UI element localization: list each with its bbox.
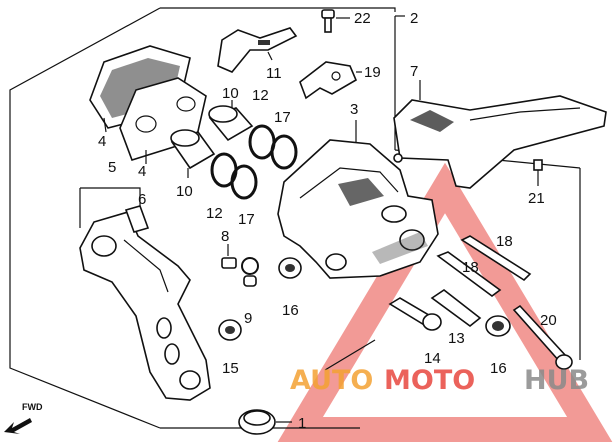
label-17a: 17 xyxy=(274,109,291,126)
pin-18b xyxy=(436,251,502,297)
fwd-arrow-icon xyxy=(4,418,32,434)
pin-14 xyxy=(388,297,442,331)
label-7: 7 xyxy=(410,63,418,80)
boot-16a xyxy=(278,257,302,279)
caliper-body-3 xyxy=(277,120,439,279)
sleeve-13 xyxy=(430,289,482,328)
label-22: 22 xyxy=(354,10,371,27)
label-5: 5 xyxy=(108,159,116,176)
pin-18a xyxy=(460,235,532,282)
piston-10a xyxy=(208,100,254,142)
piston-10b xyxy=(170,129,216,178)
label-12b: 12 xyxy=(206,205,223,222)
label-3: 3 xyxy=(350,101,358,118)
watermark-part3: HUB xyxy=(524,365,589,396)
label-20: 20 xyxy=(540,312,557,329)
boot-15 xyxy=(218,319,242,341)
label-18a: 18 xyxy=(496,233,513,250)
watermark-part1: AUTO xyxy=(290,365,373,396)
label-18b: 18 xyxy=(462,259,479,276)
label-8: 8 xyxy=(221,228,229,245)
label-6: 6 xyxy=(138,191,146,208)
label-21: 21 xyxy=(528,190,545,207)
bolt-20 xyxy=(512,304,573,370)
pin-6 xyxy=(124,205,150,233)
caliper-bracket-5 xyxy=(79,187,211,401)
label-16b: 16 xyxy=(490,360,507,377)
fwd-label: FWD xyxy=(22,402,43,412)
label-17b: 17 xyxy=(238,211,255,228)
label-14: 14 xyxy=(424,350,441,367)
caliper-cover-7 xyxy=(393,80,607,189)
label-2: 2 xyxy=(410,10,418,27)
label-15: 15 xyxy=(222,360,239,377)
bleeder-8 xyxy=(221,244,237,269)
clip-19 xyxy=(299,61,362,100)
label-19: 19 xyxy=(364,64,381,81)
label-10a: 10 xyxy=(222,85,239,102)
cap-9 xyxy=(241,257,259,287)
watermark-text: AUTO MOTO HUB xyxy=(290,365,589,396)
watermark-part2: MOTO xyxy=(384,365,475,396)
label-1: 1 xyxy=(298,415,306,432)
label-13: 13 xyxy=(448,330,465,347)
plug-1 xyxy=(238,409,292,435)
boot-16b xyxy=(485,315,511,337)
label-9: 9 xyxy=(244,310,252,327)
seal-17b xyxy=(230,164,258,200)
part-numbers: 1 2 3 4 4 5 6 7 8 9 10 10 11 12 12 13 14… xyxy=(98,10,557,432)
label-11: 11 xyxy=(266,65,282,82)
label-12a: 12 xyxy=(252,87,269,104)
label-4b: 4 xyxy=(138,163,146,180)
bracket-11 xyxy=(217,27,298,73)
label-10b: 10 xyxy=(176,183,193,200)
seal-17a xyxy=(270,134,298,170)
label-16a: 16 xyxy=(282,302,299,319)
seal-12a xyxy=(248,124,276,160)
bolt-22 xyxy=(321,9,350,33)
label-4a: 4 xyxy=(98,133,106,150)
bolt-21 xyxy=(533,159,543,186)
